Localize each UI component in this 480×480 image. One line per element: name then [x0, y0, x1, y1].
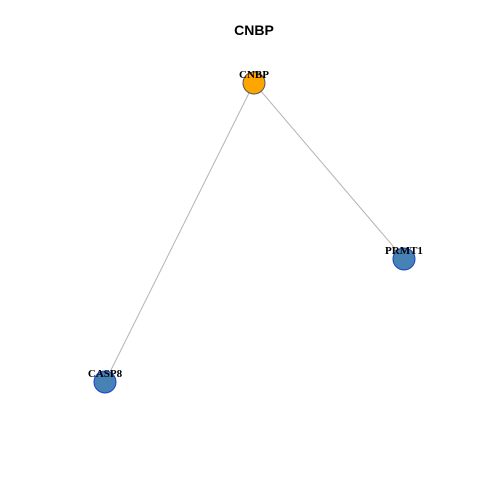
edge-cnbp-prmt1 [253, 82, 405, 260]
node-label-prmt1: PRMT1 [385, 245, 423, 257]
edge-cnbp-casp8 [104, 82, 255, 383]
nodes-layer [93, 71, 416, 394]
graph-title: CNBP [234, 22, 274, 38]
node-casp8[interactable] [93, 370, 117, 394]
node-cnbp[interactable] [242, 71, 266, 95]
node-label-cnbp: CNBP [239, 69, 269, 81]
node-prmt1[interactable] [392, 247, 416, 271]
node-label-casp8: CASP8 [88, 368, 123, 380]
edges-layer [104, 82, 405, 383]
